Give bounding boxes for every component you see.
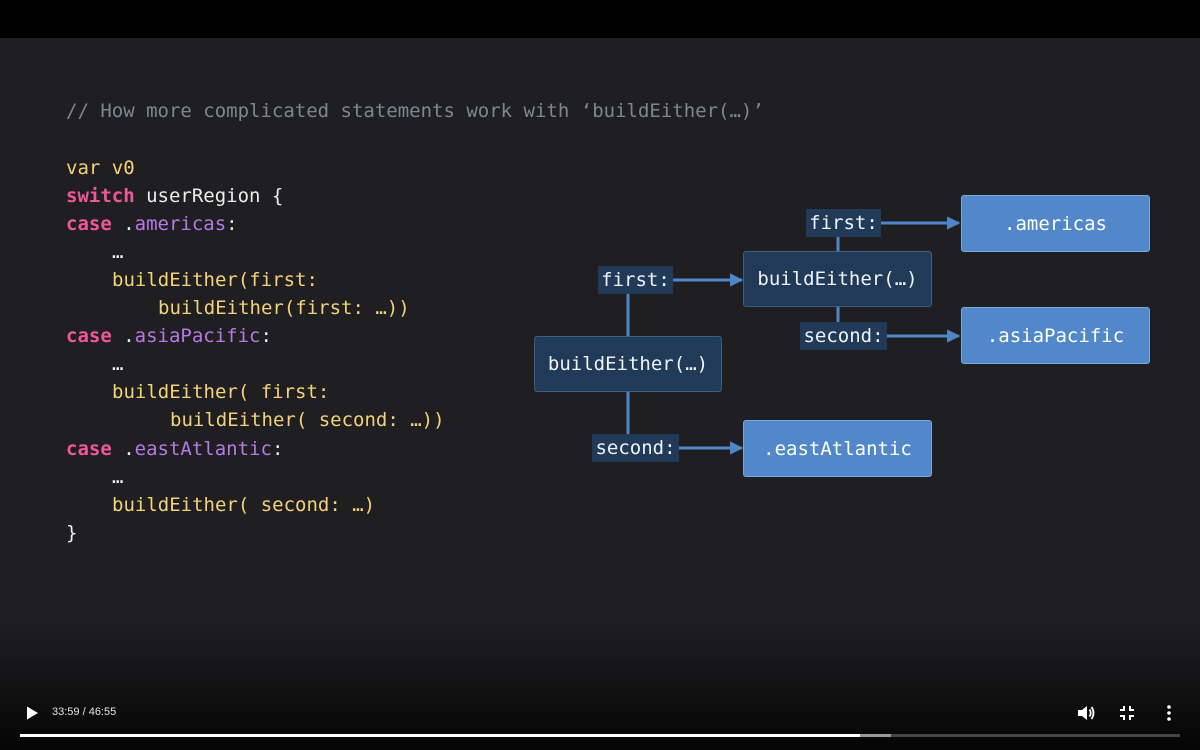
code-build-line: buildEither( second: …) xyxy=(112,494,376,516)
case-dot: . xyxy=(111,213,135,235)
letterbox-top xyxy=(0,0,1200,38)
code-build-line: buildEither( first: xyxy=(112,381,330,403)
switch-subject: userRegion { xyxy=(134,185,284,207)
exit-fullscreen-icon xyxy=(1120,706,1134,720)
exit-fullscreen-button[interactable] xyxy=(1119,705,1135,721)
play-button[interactable] xyxy=(24,705,40,721)
code-ellipsis: … xyxy=(112,466,124,488)
play-icon xyxy=(27,706,38,720)
keyword-switch: switch xyxy=(66,185,135,207)
code-closing-brace: } xyxy=(66,522,78,544)
more-vertical-icon xyxy=(1167,705,1171,721)
americas-node: .americas xyxy=(961,195,1150,252)
inner-second-label: second: xyxy=(800,322,887,350)
code-line-var: var v0 xyxy=(66,157,135,179)
code-build-line: buildEither(first: …)) xyxy=(158,297,410,319)
case-colon: : xyxy=(226,213,238,235)
code-line-case-eastatlantic: case .eastAtlantic: xyxy=(66,435,283,463)
volume-button[interactable] xyxy=(1076,703,1096,723)
case-name: americas xyxy=(134,213,227,235)
case-name: eastAtlantic xyxy=(134,438,272,460)
case-name: asiaPacific xyxy=(134,325,261,347)
case-colon: : xyxy=(260,325,272,347)
more-options-button[interactable] xyxy=(1161,704,1177,722)
keyword-case: case xyxy=(66,438,112,460)
root-second-label: second: xyxy=(592,434,679,462)
volume-icon xyxy=(1078,706,1095,720)
code-build-line: buildEither(first: xyxy=(112,269,318,291)
progress-played xyxy=(20,734,860,737)
case-dot: . xyxy=(111,325,135,347)
asiapacific-node: .asiaPacific xyxy=(961,307,1150,364)
case-dot: . xyxy=(111,438,135,460)
case-colon: : xyxy=(271,438,284,460)
eastatlantic-node: .eastAtlantic xyxy=(743,420,932,477)
progress-bar[interactable] xyxy=(20,734,1180,737)
keyword-case: case xyxy=(66,213,112,235)
root-first-label: first: xyxy=(598,266,673,294)
controls-gradient xyxy=(0,620,1200,750)
inner-first-label: first: xyxy=(806,209,881,237)
root-buildeither-node: buildEither(…) xyxy=(534,336,722,392)
keyword-case: case xyxy=(66,325,112,347)
code-ellipsis: … xyxy=(112,241,124,263)
code-comment: // How more complicated statements work … xyxy=(66,100,764,122)
code-line-case-americas: case .americas: xyxy=(66,210,238,238)
inner-buildeither-node: buildEither(…) xyxy=(743,251,932,307)
code-line-case-asiapacific: case .asiaPacific: xyxy=(66,322,272,350)
time-display: 33:59 / 46:55 xyxy=(52,706,117,718)
code-ellipsis: … xyxy=(112,353,124,375)
code-build-line: buildEither( second: …)) xyxy=(170,409,445,431)
code-line-switch: switch userRegion { xyxy=(66,182,283,210)
